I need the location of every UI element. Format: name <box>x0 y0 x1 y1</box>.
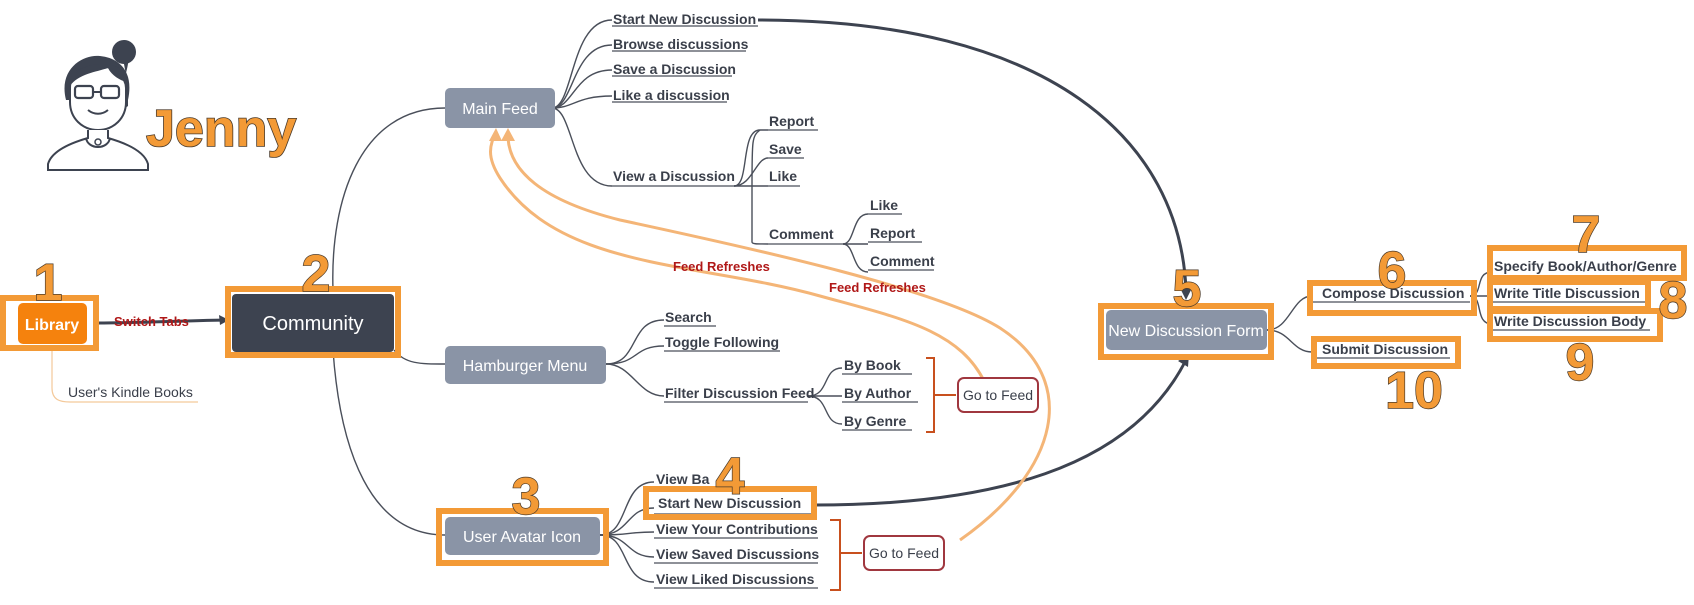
highlight-6 <box>1307 280 1477 316</box>
new-discussion-form-node[interactable]: New Discussion Form <box>1106 310 1267 350</box>
main-feed-node[interactable]: Main Feed <box>445 88 555 128</box>
filter-brace <box>926 357 956 433</box>
comment-items: Like Report Comment <box>870 197 935 269</box>
switch-tabs-label: Switch Tabs <box>114 314 189 329</box>
compose-items: Specify Book/Author/Genre Write Title Di… <box>1494 258 1677 329</box>
woman-avatar-icon <box>47 40 149 171</box>
view-report-item[interactable]: Report <box>769 113 814 129</box>
avatar-start-new-discussion-item[interactable]: Start New Discussion <box>658 495 801 511</box>
go-to-feed-avatar-label: Go to Feed <box>869 545 939 561</box>
highlight-7 <box>1487 245 1687 281</box>
highlight-2 <box>225 286 401 358</box>
step-number-10: 10 <box>1385 362 1443 420</box>
hamburger-menu-label: Hamburger Menu <box>463 358 588 375</box>
step-number-2: 2 <box>302 245 331 303</box>
step-number-3: 3 <box>512 468 541 526</box>
go-to-feed-hamburger-label: Go to Feed <box>963 387 1033 403</box>
feed-refreshes-label-1: Feed Refreshes <box>673 259 770 274</box>
avatar-items: View Ba Start New Discussion View Your C… <box>656 471 819 587</box>
toggle-following-item[interactable]: Toggle Following <box>665 334 779 350</box>
compose-discussion-item[interactable]: Compose Discussion <box>1322 285 1464 301</box>
step-number-1: 1 <box>34 254 63 312</box>
step-numbers: 1 2 3 4 5 6 7 8 9 10 <box>33 205 1688 526</box>
underlines <box>612 25 1680 589</box>
comment-report-item[interactable]: Report <box>870 225 915 241</box>
view-items: Report Save Like Comment <box>769 113 834 242</box>
feed-refresh-curves <box>489 128 1051 542</box>
by-genre-item[interactable]: By Genre <box>844 413 906 429</box>
users-kindle-books-label: User's Kindle Books <box>68 384 193 400</box>
connectors <box>51 18 1493 583</box>
step-number-5: 5 <box>1173 260 1202 318</box>
comment-comment-item[interactable]: Comment <box>870 253 935 269</box>
user-avatar-icon-label: User Avatar Icon <box>463 529 581 546</box>
step-number-8: 8 <box>1659 272 1688 330</box>
view-back-item[interactable]: View Ba <box>656 471 710 487</box>
community-label: Community <box>262 313 363 335</box>
view-liked-item[interactable]: View Liked Discussions <box>656 571 815 587</box>
submit-discussion-item[interactable]: Submit Discussion <box>1322 341 1448 357</box>
library-node[interactable]: Library <box>18 303 87 344</box>
step-number-9: 9 <box>1566 334 1595 392</box>
by-book-item[interactable]: By Book <box>844 357 901 373</box>
main-feed-label: Main Feed <box>462 101 538 118</box>
step-number-7: 7 <box>1572 206 1601 264</box>
feed-refreshes-label-2: Feed Refreshes <box>829 280 926 295</box>
user-avatar-icon-node[interactable]: User Avatar Icon <box>445 517 600 555</box>
library-label: Library <box>25 317 79 334</box>
highlight-1 <box>0 295 99 351</box>
highlight-4 <box>643 486 817 520</box>
persona-name: Jenny <box>146 100 296 158</box>
view-save-item[interactable]: Save <box>769 141 802 157</box>
new-discussion-form-label: New Discussion Form <box>1108 323 1264 340</box>
avatar-brace <box>830 519 862 591</box>
search-item[interactable]: Search <box>665 309 712 325</box>
step-highlights <box>0 245 1687 566</box>
community-node[interactable]: Community <box>232 294 394 352</box>
specify-book-item[interactable]: Specify Book/Author/Genre <box>1494 258 1677 274</box>
by-author-item[interactable]: By Author <box>844 385 912 401</box>
go-to-feed-hamburger[interactable]: Go to Feed <box>957 377 1039 413</box>
hamburger-items: Search Toggle Following Filter Discussio… <box>665 309 814 401</box>
view-discussion-item[interactable]: View a Discussion <box>613 168 735 184</box>
like-discussion-item[interactable]: Like a discussion <box>613 87 730 103</box>
write-title-item[interactable]: Write Title Discussion <box>1494 285 1640 301</box>
view-saved-item[interactable]: View Saved Discussions <box>656 546 819 562</box>
step-number-4: 4 <box>716 448 745 506</box>
write-body-item[interactable]: Write Discussion Body <box>1494 313 1646 329</box>
comment-like-item[interactable]: Like <box>870 197 898 213</box>
go-to-feed-avatar[interactable]: Go to Feed <box>863 535 945 571</box>
form-items: Compose Discussion Submit Discussion <box>1322 285 1464 357</box>
filter-discussion-feed-item[interactable]: Filter Discussion Feed <box>665 385 814 401</box>
save-discussion-item[interactable]: Save a Discussion <box>613 61 736 77</box>
view-contributions-item[interactable]: View Your Contributions <box>656 521 818 537</box>
browse-discussions-item[interactable]: Browse discussions <box>613 36 749 52</box>
highlight-5 <box>1098 303 1274 360</box>
view-like-item[interactable]: Like <box>769 168 797 184</box>
start-new-discussion-item[interactable]: Start New Discussion <box>613 11 756 27</box>
highlight-9 <box>1487 308 1663 342</box>
highlight-10 <box>1311 336 1461 369</box>
hamburger-menu-node[interactable]: Hamburger Menu <box>445 346 606 384</box>
highlight-3 <box>436 508 609 566</box>
view-comment-item[interactable]: Comment <box>769 226 834 242</box>
filter-items: By Book By Author By Genre <box>844 357 912 429</box>
step-number-6: 6 <box>1378 242 1407 300</box>
main-feed-items: Start New Discussion Browse discussions … <box>613 11 756 184</box>
